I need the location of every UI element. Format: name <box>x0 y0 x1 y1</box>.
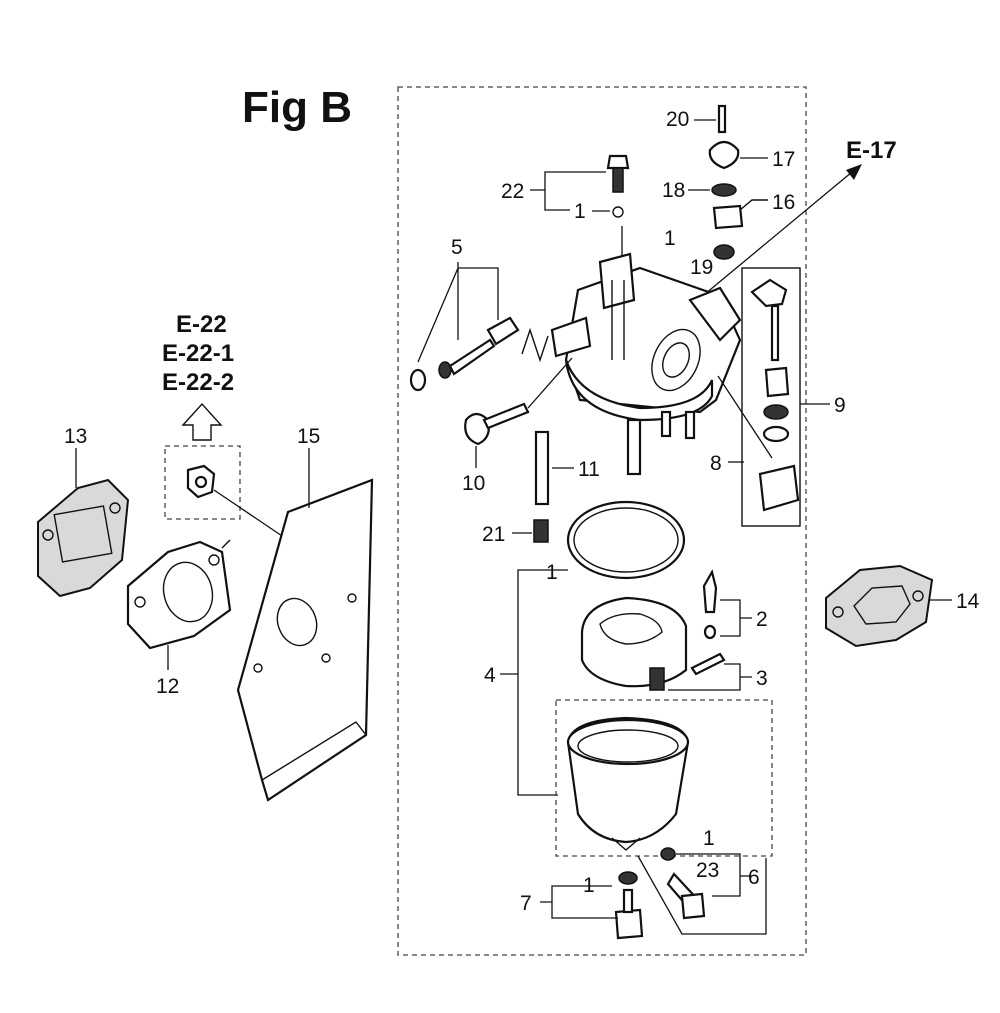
part-4-assembly-label: 4 1 <box>484 561 568 796</box>
callout-7: 7 <box>520 892 532 915</box>
callout-17: 17 <box>772 148 795 171</box>
part-13-gasket: 13 <box>37 425 130 598</box>
callout-20: 20 <box>666 108 689 131</box>
lever-detail <box>186 464 216 499</box>
callout-1-screw: 1 <box>574 200 586 223</box>
callout-16: 16 <box>772 191 795 214</box>
callout-15: 15 <box>297 425 320 448</box>
callout-12: 12 <box>156 675 179 698</box>
part-11-tube: 11 <box>534 430 600 506</box>
callout-3: 3 <box>756 667 768 690</box>
callout-13: 13 <box>64 425 87 448</box>
callout-1-top: 1 <box>664 227 676 250</box>
callout-1-ring: 1 <box>546 561 558 584</box>
carburetor-body <box>550 226 742 476</box>
callout-21: 21 <box>482 523 505 546</box>
callout-11: 11 <box>578 458 600 481</box>
ref-e22-2: E-22-2 <box>162 369 234 396</box>
ref-e17: E-17 <box>846 137 897 164</box>
part-5-screw-group: 5 <box>409 236 549 392</box>
ref-e22-1: E-22-1 <box>162 340 234 367</box>
callout-9: 9 <box>834 394 846 417</box>
ref-e22: E-22 <box>176 311 227 338</box>
e22-reference: E-22 E-22-1 E-22-2 <box>162 311 289 541</box>
callout-8: 8 <box>710 452 722 475</box>
e22-inset-frame <box>164 445 241 520</box>
part-12-insulator: 12 <box>126 539 232 698</box>
callout-18: 18 <box>662 179 685 202</box>
carburetor-frame <box>397 86 807 956</box>
callout-22: 22 <box>501 180 524 203</box>
top-screw-group: 22 1 <box>501 154 630 223</box>
callout-1-drain: 1 <box>703 827 715 850</box>
part-9-choke-group: 9 8 <box>710 267 846 527</box>
float <box>580 596 688 691</box>
top-right-parts: 20 17 18 16 1 19 <box>662 104 795 279</box>
drain-screw-group: 1 23 6 1 7 <box>520 827 767 940</box>
callout-14: 14 <box>956 590 980 613</box>
part-21-jet: 21 <box>482 519 549 546</box>
callout-10: 10 <box>462 472 485 495</box>
callout-19: 19 <box>690 256 713 279</box>
callout-6: 6 <box>748 866 760 889</box>
arrow-head-icon <box>846 164 862 180</box>
part-14-gasket: 14 <box>825 564 980 648</box>
choke-group-frame <box>741 267 801 527</box>
up-arrow-icon <box>181 402 223 441</box>
float-chamber <box>555 699 773 857</box>
part-10-screw: 10 <box>462 357 573 495</box>
callout-4: 4 <box>484 664 496 687</box>
part-15-plate: 15 <box>236 425 374 802</box>
bowl-gasket-ring <box>566 500 686 580</box>
callout-5: 5 <box>451 236 463 259</box>
callout-23: 23 <box>696 859 719 882</box>
e17-reference: E-17 <box>704 137 897 295</box>
part-2-3-needle: 2 3 <box>668 569 768 691</box>
figure-title: Fig B <box>242 83 352 132</box>
callout-2: 2 <box>756 608 768 631</box>
